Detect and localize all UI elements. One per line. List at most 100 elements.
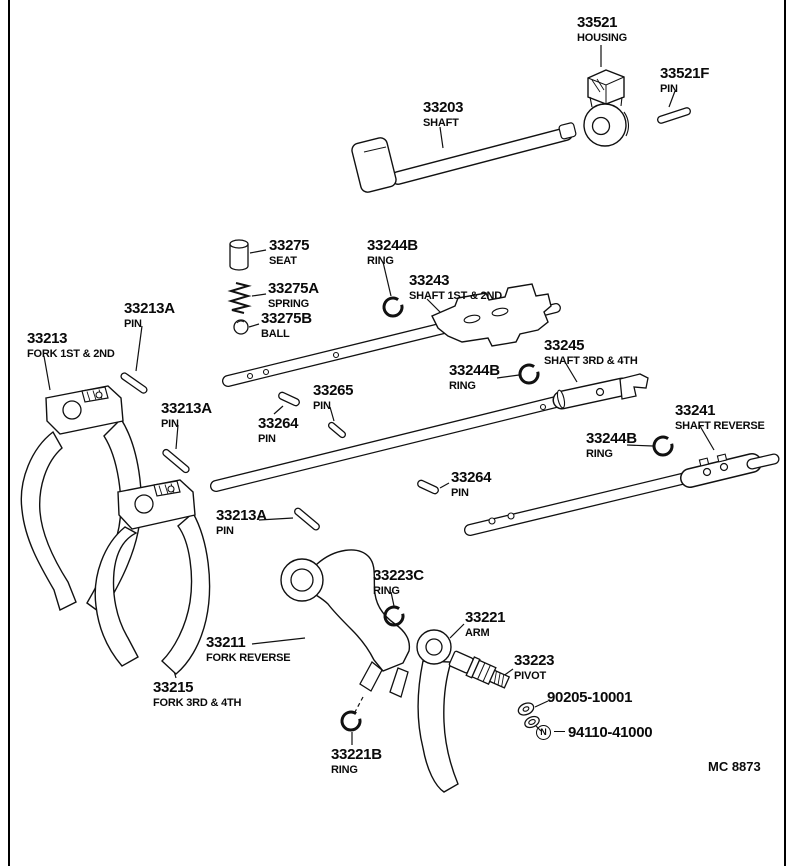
part-number: 33275B [261,310,312,327]
part-desc: PIN [124,317,142,330]
part-label-33203: 33203 SHAFT [423,99,464,129]
part-number: 33275A [268,280,319,297]
part-desc: PIN [313,399,331,412]
part-number: 94110-41000 [568,724,653,741]
ball-33275b-drawing [233,319,249,335]
part-number: 33521F [660,65,710,82]
ring-33244b-1-drawing [382,296,404,318]
part-desc: FORK 1ST & 2ND [27,347,115,360]
part-desc: RING [331,763,358,776]
part-number: 33265 [313,382,354,399]
part-number: 33203 [423,99,464,116]
part-desc: PIN [161,417,179,430]
part-desc: PIN [216,524,234,537]
shaft-33245-drawing [210,373,649,492]
part-number: 33264 [258,415,299,432]
part-label-33213a-3: 33213A PIN [216,507,267,537]
leader-lines [43,45,715,745]
part-label-33221: 33221 ARM [465,609,506,639]
part-label-33244b-3: 33244B RING [586,430,637,460]
page-code: MC 8873 [708,759,761,774]
part-number: 33221B [331,746,382,763]
part-desc: PIN [258,432,276,445]
part-number: 33244B [586,430,637,447]
part-desc: FORK 3RD & 4TH [153,696,242,709]
ring-33244b-3-drawing [652,435,674,457]
part-number: 33241 [675,402,716,419]
part-desc: RING [373,584,400,597]
part-number: 33521 [577,14,618,31]
shaft-33203-drawing [351,122,577,193]
part-label-33221b: 33221B RING [331,746,382,776]
pin-33264-1-drawing [278,391,300,407]
part-number: 33244B [367,237,418,254]
part-desc: SPRING [268,297,309,310]
part-desc: SHAFT 1ST & 2ND [409,289,502,302]
part-label-33213: 33213 FORK 1ST & 2ND [27,330,115,360]
nut-symbol: N [536,725,551,741]
nut-94110-drawing [524,715,540,729]
part-label-33213a-2: 33213A PIN [161,400,212,430]
ring-33221b-drawing [340,710,362,732]
spring-33275a-drawing [227,282,252,314]
part-desc: PIN [451,486,469,499]
housing-33521-drawing [583,69,630,147]
part-label-94110-41000: N 94110-41000 [536,724,653,742]
part-label-33243: 33243 SHAFT 1ST & 2ND [409,272,502,302]
part-label-33264-2: 33264 PIN [451,469,492,499]
part-desc: RING [367,254,394,267]
part-label-33275: 33275 SEAT [269,237,310,267]
part-label-33223: 33223 PIVOT [514,652,555,682]
part-desc: FORK REVERSE [206,651,291,664]
page-frame [8,0,786,866]
part-desc: RING [586,447,613,460]
shaft-33243-drawing [222,283,561,387]
part-desc: SHAFT REVERSE [675,419,765,432]
part-number: 33215 [153,679,194,696]
part-label-33223c: 33223C RING [373,567,424,597]
part-label-33245: 33245 SHAFT 3RD & 4TH [544,337,638,367]
shaft-33241-drawing [464,453,780,536]
part-label-33521f: 33521F PIN [660,65,710,95]
part-label-33244b-1: 33244B RING [367,237,418,267]
part-label-33211: 33211 FORK REVERSE [206,634,291,664]
part-label-90205-10001: 90205-10001 [547,689,633,707]
part-desc: PIVOT [514,669,547,682]
pin-33213a-2-drawing [162,448,190,474]
part-desc: ARM [465,626,490,639]
pivot-33223-drawing [448,650,511,689]
pin-33264-2-drawing [417,479,439,495]
part-label-33241: 33241 SHAFT REVERSE [675,402,765,432]
part-number: 33223C [373,567,424,584]
part-number: 33264 [451,469,492,486]
part-number: 33275 [269,237,310,254]
part-number: 33213 [27,330,68,347]
part-label-33213a-1: 33213A PIN [124,300,175,330]
pin-33213a-1-drawing [120,372,148,394]
part-number: 33244B [449,362,500,379]
pin-33521f-drawing [657,107,691,124]
part-number: 90205-10001 [547,689,633,706]
part-number: 33213A [216,507,267,524]
part-number: 33213A [161,400,212,417]
part-desc: SHAFT [423,116,459,129]
seat-33275-drawing [229,239,249,271]
part-label-33521: 33521 HOUSING [577,14,627,44]
fork-33215-drawing [94,479,211,675]
part-number: 33245 [544,337,585,354]
ring-33244b-2-drawing [518,363,540,385]
arm-33221-drawing [416,629,459,793]
leader-dash [554,730,565,732]
part-desc: HOUSING [577,31,627,44]
pin-33265-drawing [327,421,347,439]
part-label-33265: 33265 PIN [313,382,354,412]
part-desc: SEAT [269,254,297,267]
part-label-33275b: 33275B BALL [261,310,312,340]
part-label-33264-1: 33264 PIN [258,415,299,445]
pin-33213a-3-drawing [294,507,320,531]
part-desc: BALL [261,327,290,340]
part-desc: PIN [660,82,678,95]
part-number: 33221 [465,609,506,626]
